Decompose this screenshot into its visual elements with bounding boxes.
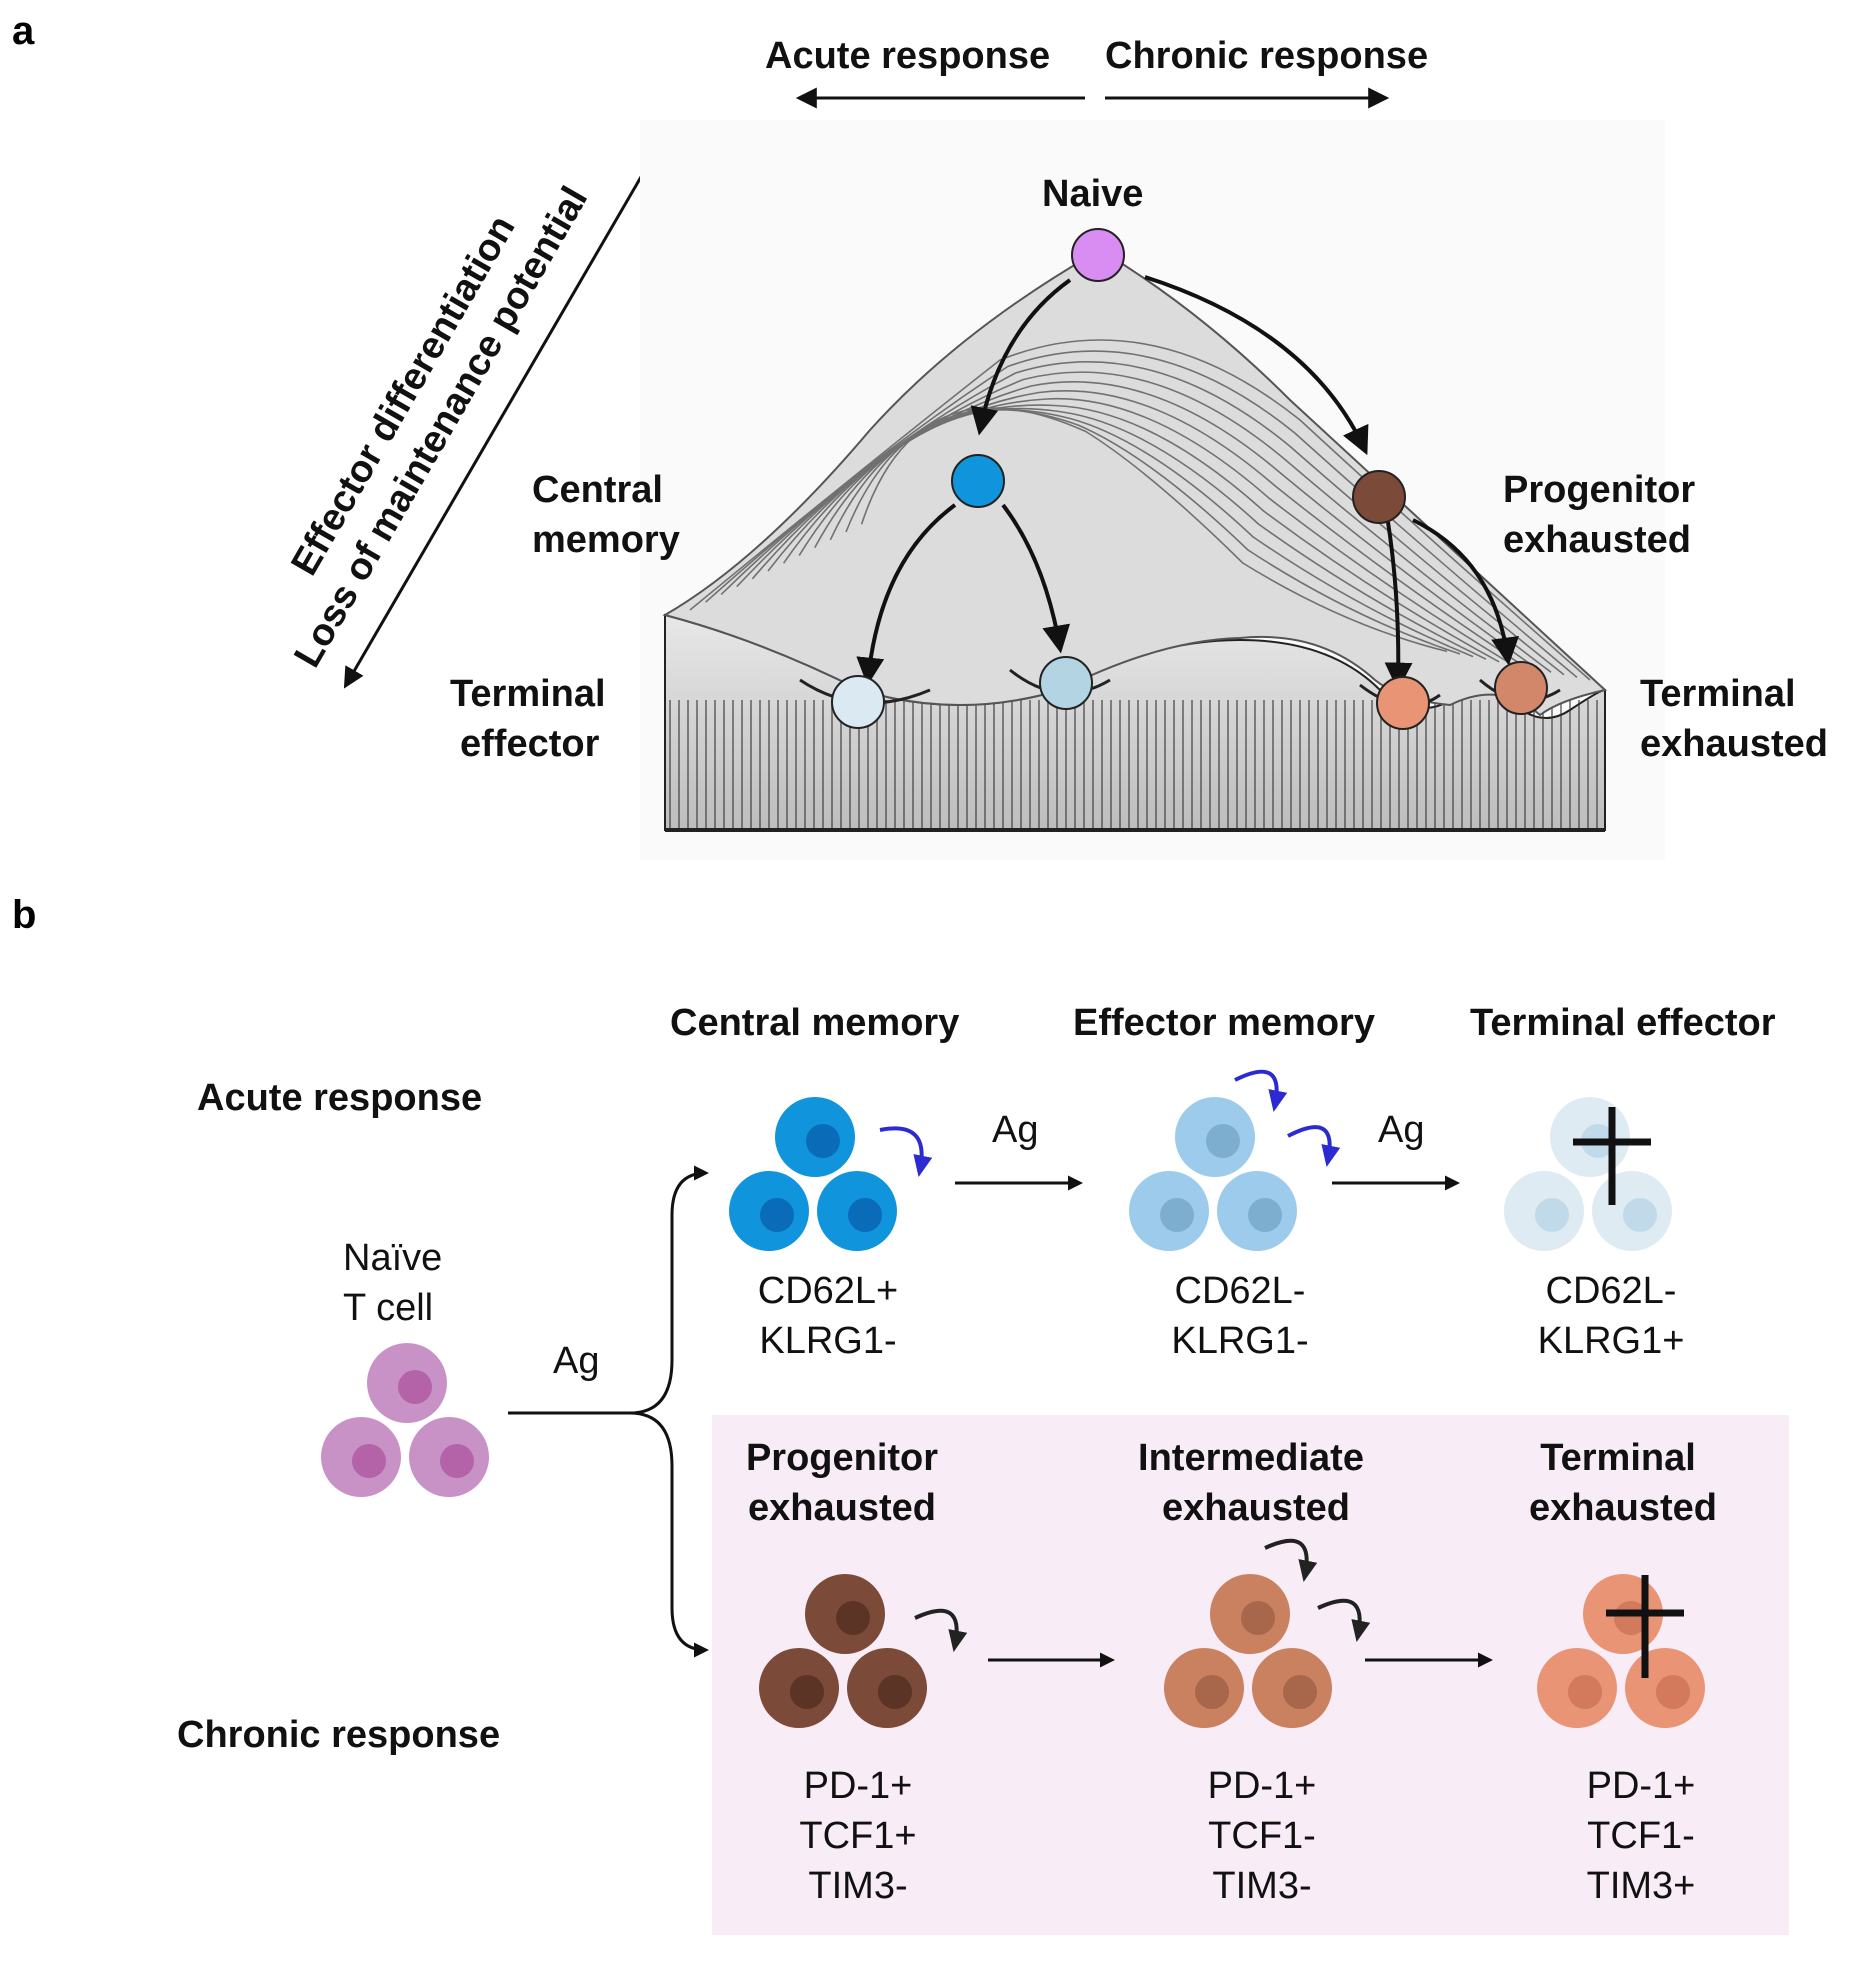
acute-response-header: Acute response [765,35,1050,77]
terminal-exhausted-alt-cell-icon [1494,661,1548,715]
em-marker-2: KLRG1- [1171,1320,1308,1362]
self-renew-icon [879,1126,933,1178]
terminal-effector-cluster-icon [1504,1097,1672,1251]
tx-marker-1: PD-1+ [1587,1765,1696,1807]
cell-death-cross-icon [1573,1107,1651,1205]
self-renew-icon [1287,1125,1341,1168]
terminal-exhausted-label-line1: Terminal [1640,673,1796,715]
terminal-effector-title: Terminal effector [1470,1002,1776,1044]
te-marker-2: KLRG1+ [1538,1320,1685,1362]
self-renew-icon [1264,1538,1318,1583]
terminal-exhausted-label-line2: exhausted [1640,723,1828,765]
landscape-arrows [856,275,1519,691]
differentiation-axis: Effector differentiation Loss of mainten… [283,157,654,689]
self-renew-icon [1234,1069,1288,1113]
ie-marker-1: PD-1+ [1208,1765,1317,1807]
intermediate-exhausted-title-line1: Intermediate [1138,1437,1364,1479]
acute-ag-label-2: Ag [1378,1109,1424,1151]
pe-marker-2: TCF1+ [799,1815,916,1857]
terminal-exhausted-cell-icon [1376,676,1430,730]
terminal-exhausted-title-line1: Terminal [1540,1437,1696,1479]
effector-memory-cluster-icon [1129,1097,1297,1251]
naive-tcell-label-line2: T cell [343,1287,433,1329]
progenitor-exhausted-title-line1: Progenitor [746,1437,938,1479]
acute-ag-label-1: Ag [992,1109,1038,1151]
central-memory-label-line2: memory [532,519,680,561]
central-memory-cell-icon [951,454,1005,508]
pe-marker-3: TIM3- [808,1865,907,1907]
tx-marker-2: TCF1- [1587,1815,1695,1857]
progenitor-exhausted-cell-icon [1352,470,1406,524]
tx-marker-3: TIM3+ [1587,1865,1696,1907]
self-renew-icon [914,1608,968,1653]
terminal-effector-alt-cell-icon [1039,656,1093,710]
naive-label: Naive [1042,173,1143,215]
cm-marker-2: KLRG1- [759,1320,896,1362]
terminal-exhausted-title-line2: exhausted [1529,1487,1717,1529]
naive-cell-icon [1071,228,1125,282]
terminal-effector-cell-icon [831,675,885,729]
panel-b-letter: b [12,893,36,937]
effector-memory-title: Effector memory [1073,1002,1375,1044]
intermediate-exhausted-cluster-icon [1164,1574,1332,1728]
waddington-landscape [640,120,1665,860]
terminal-effector-label-line1: Terminal [450,673,606,715]
branch-ag-label: Ag [553,1340,599,1382]
chronic-response-header: Chronic response [1105,35,1428,77]
te-marker-1: CD62L- [1546,1270,1677,1312]
terminal-effector-label-line2: effector [460,723,600,765]
central-memory-cluster-icon [729,1097,897,1251]
naive-tcell-label-line1: Naïve [343,1237,442,1279]
chronic-response-label: Chronic response [177,1714,500,1756]
naive-tcell-cluster-icon [321,1343,489,1497]
cm-marker-1: CD62L+ [758,1270,898,1312]
progenitor-exhausted-cluster-icon [759,1574,927,1728]
pe-marker-1: PD-1+ [804,1765,913,1807]
branch-arrow [508,1165,709,1658]
ie-marker-2: TCF1- [1208,1815,1316,1857]
panel-a-letter: a [12,9,35,53]
cell-death-cross-icon [1606,1575,1684,1678]
intermediate-exhausted-title-line2: exhausted [1162,1487,1350,1529]
progenitor-exhausted-title-line2: exhausted [748,1487,936,1529]
progenitor-label-line1: Progenitor [1503,469,1695,511]
axis-label-line2: Loss of maintenance potential [286,180,596,675]
progenitor-label-line2: exhausted [1503,519,1691,561]
self-renew-icon [1317,1598,1371,1643]
central-memory-title: Central memory [670,1002,959,1044]
em-marker-1: CD62L- [1175,1270,1306,1312]
landscape-cells [831,228,1548,730]
ie-marker-3: TIM3- [1212,1865,1311,1907]
central-memory-label-line1: Central [532,469,663,511]
acute-response-label: Acute response [197,1077,482,1119]
